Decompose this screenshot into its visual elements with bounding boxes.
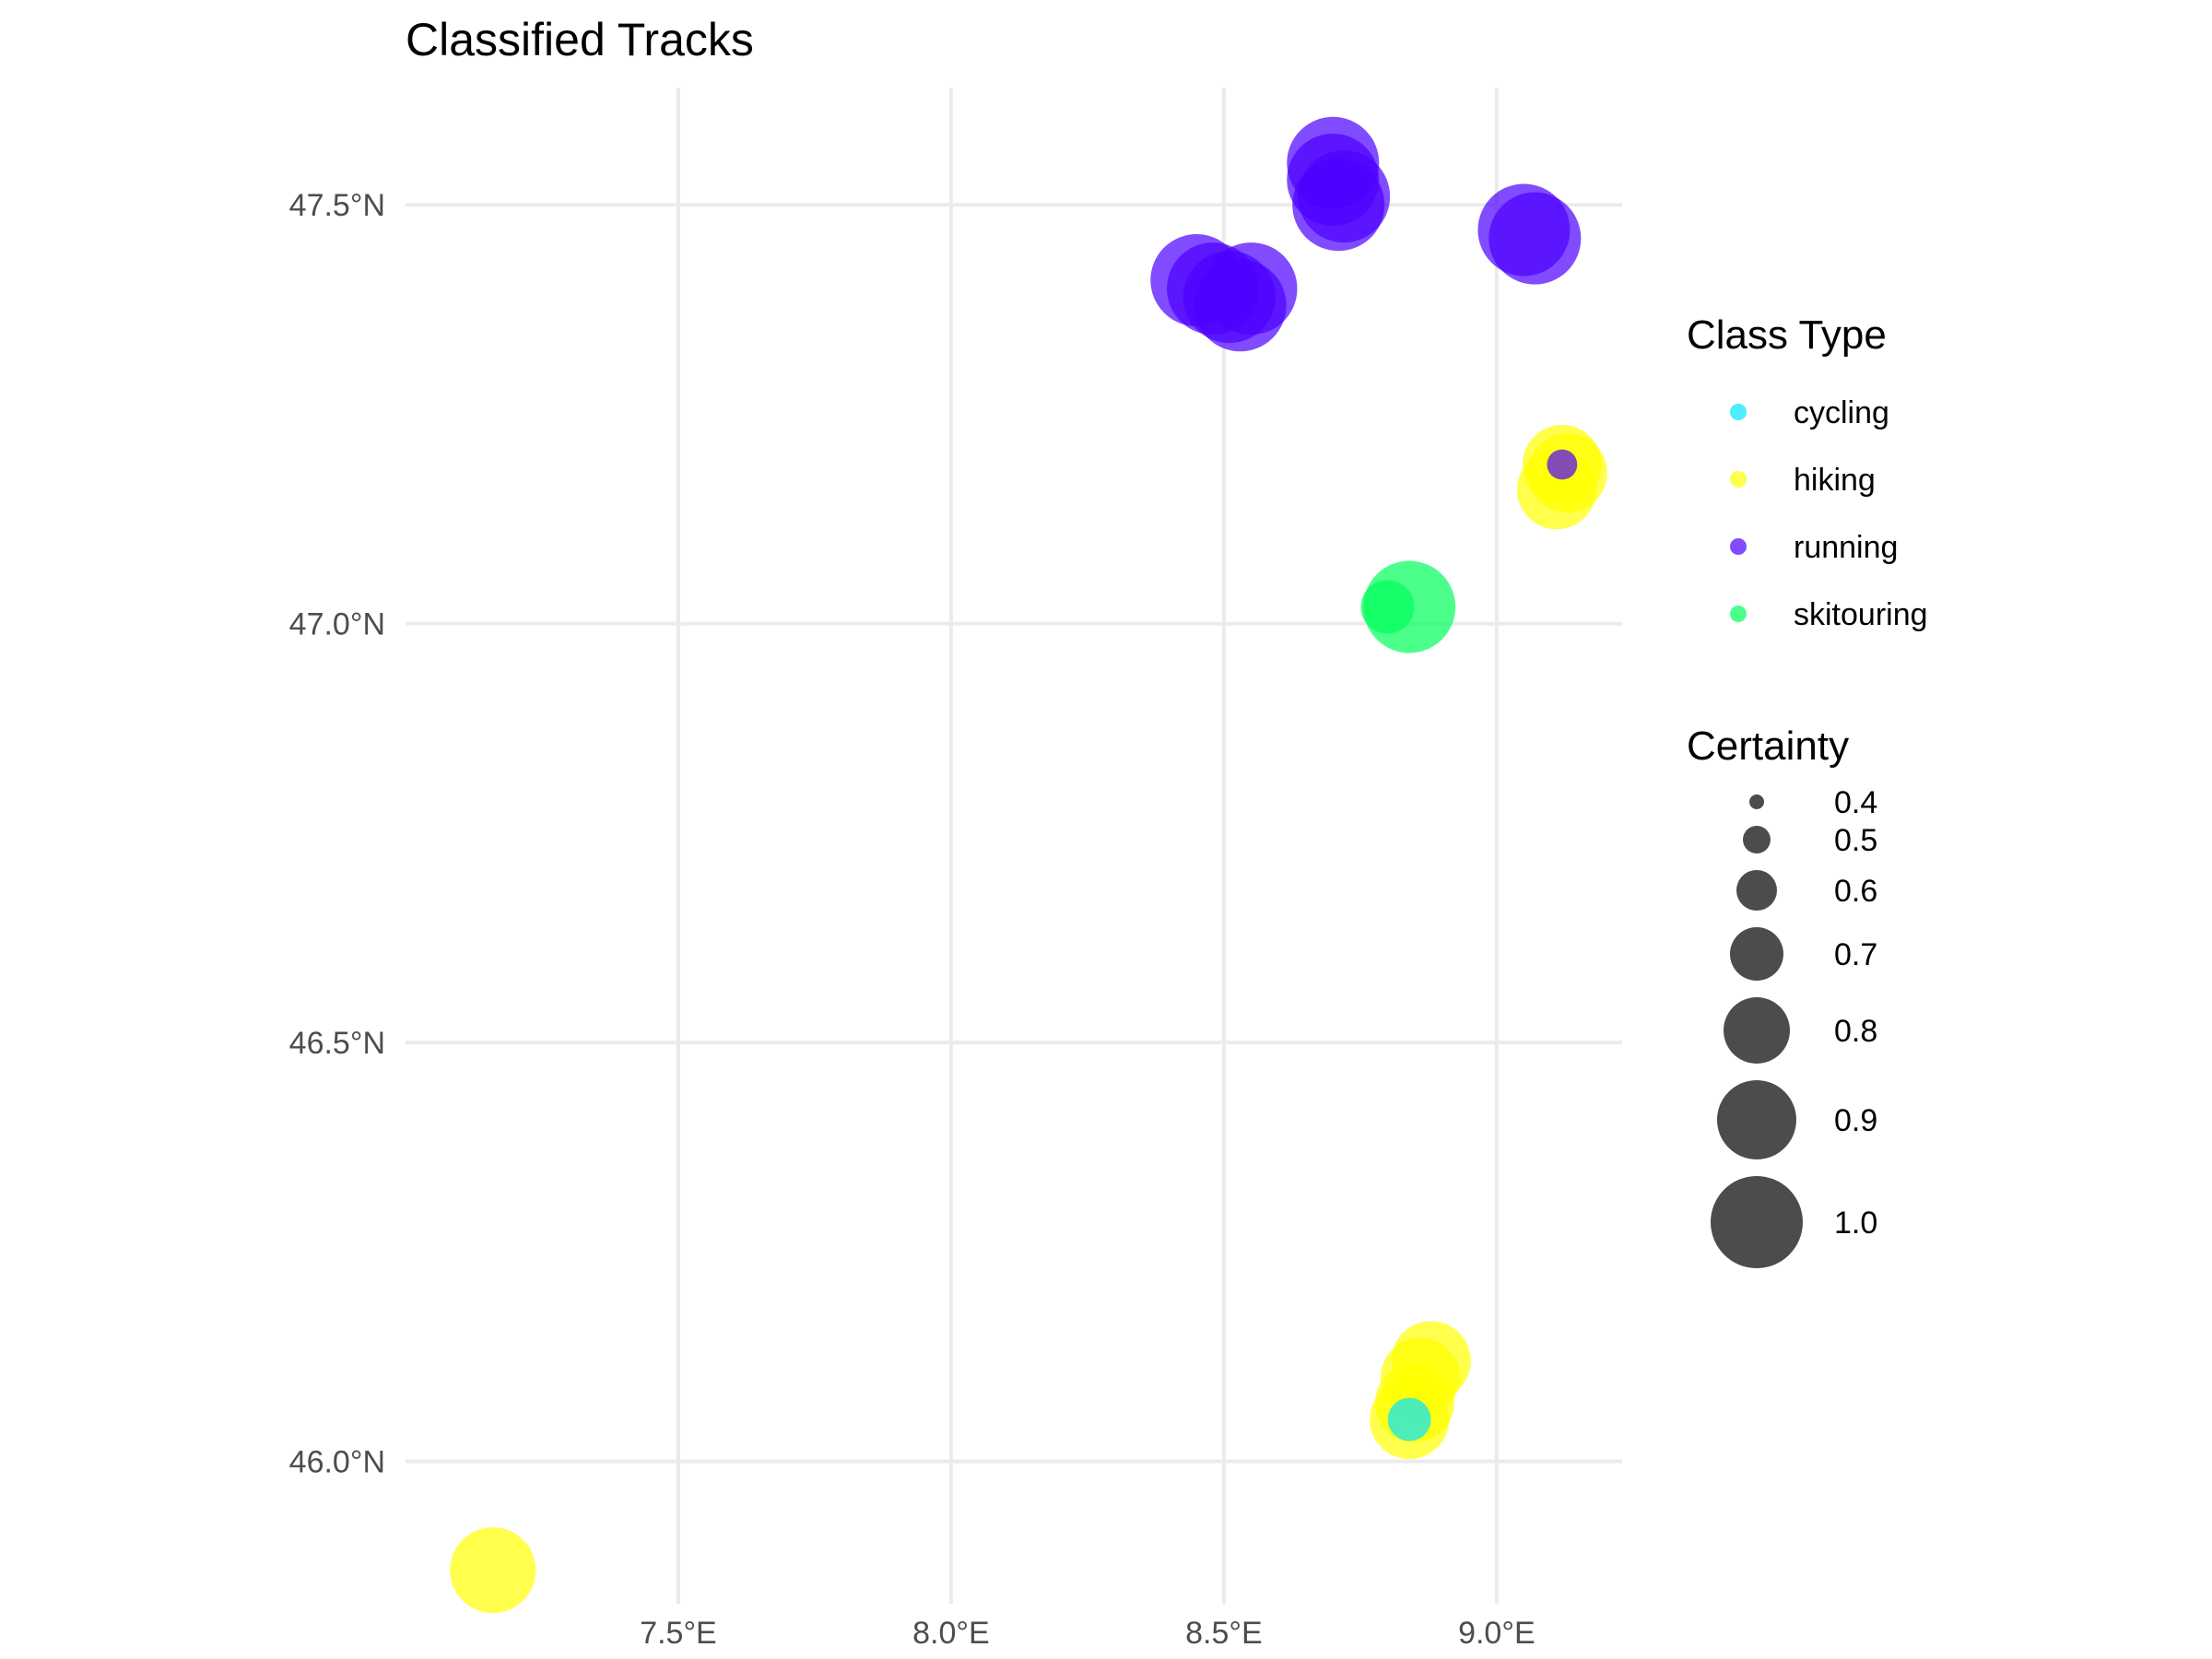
- legend-label-cycling: cycling: [1794, 395, 1889, 430]
- x-tick-label: 7.5°E: [640, 1616, 717, 1651]
- size-legend-key: [1743, 826, 1771, 853]
- legend-label-skitouring: skitouring: [1794, 597, 1928, 632]
- track-point-skitouring: [1363, 560, 1456, 653]
- size-legend-label: 0.6: [1834, 874, 1877, 909]
- size-legend-label: 0.8: [1834, 1014, 1877, 1049]
- chart-title: Classified Tracks: [406, 14, 754, 65]
- size-legend-label: 0.4: [1834, 785, 1877, 820]
- size-legend-key: [1749, 794, 1764, 809]
- legend-key-cycling: [1730, 404, 1747, 420]
- size-legend-key: [1736, 870, 1777, 911]
- certainty-legend: Certainty 0.40.5 0.6 0.7 0.8 0.9 1.0: [1687, 724, 1877, 1268]
- y-axis-tick-labels: 46.0°N 46.5°N 47.0°N 47.5°N: [289, 188, 385, 1479]
- x-tick-label: 8.5°E: [1185, 1616, 1263, 1651]
- size-legend-label: 0.9: [1834, 1103, 1877, 1138]
- track-point-running: [1547, 449, 1578, 480]
- size-legend-key: [1711, 1176, 1803, 1268]
- x-tick-label: 9.0°E: [1458, 1616, 1535, 1651]
- x-axis-tick-labels: 7.5°E 8.0°E 8.5°E 9.0°E: [640, 1616, 1535, 1651]
- legend-key-skitouring: [1730, 606, 1747, 622]
- y-tick-label: 47.5°N: [289, 188, 385, 223]
- size-legend-key: [1717, 1080, 1796, 1159]
- class-type-legend: Class Type cycling hiking running skitourin…: [1687, 312, 1928, 632]
- track-point-running: [1205, 242, 1298, 335]
- size-legend-key: [1724, 997, 1790, 1064]
- size-legend-label: 0.5: [1834, 823, 1877, 858]
- y-tick-label: 46.5°N: [289, 1026, 385, 1061]
- track-point-cycling: [1387, 1397, 1431, 1441]
- legend-key-running: [1730, 538, 1747, 555]
- x-tick-label: 8.0°E: [912, 1616, 990, 1651]
- size-legend-label: 0.7: [1834, 937, 1877, 972]
- y-tick-label: 47.0°N: [289, 607, 385, 642]
- size-legend-label: 1.0: [1834, 1206, 1877, 1241]
- legend-key-hiking: [1730, 471, 1747, 488]
- legend-label-hiking: hiking: [1794, 463, 1876, 498]
- track-point-hiking: [450, 1527, 536, 1614]
- size-legend-key: [1730, 927, 1783, 981]
- y-tick-label: 46.0°N: [289, 1444, 385, 1479]
- legend-label-running: running: [1794, 530, 1898, 565]
- certainty-legend-title: Certainty: [1687, 724, 1849, 769]
- track-point-running: [1488, 192, 1582, 285]
- data-points: [450, 116, 1607, 1614]
- track-point-running: [1298, 150, 1391, 243]
- class-type-legend-title: Class Type: [1687, 312, 1887, 358]
